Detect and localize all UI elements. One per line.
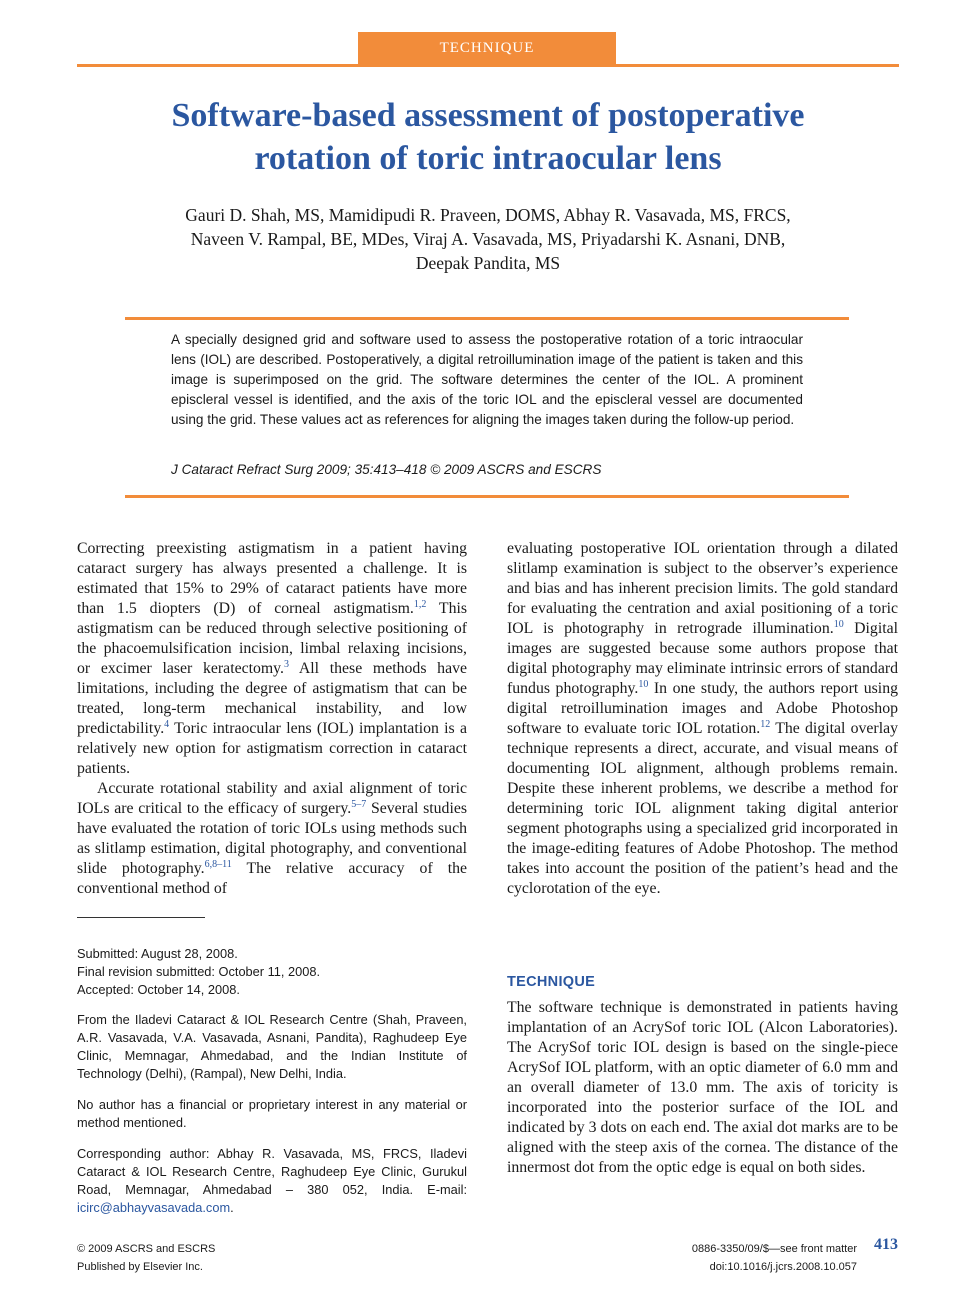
top-divider xyxy=(77,64,899,67)
technique-heading: TECHNIQUE xyxy=(507,974,596,990)
title-line-2: rotation of toric intraocular lens xyxy=(254,140,722,177)
body-text: The digital overlay technique represents… xyxy=(507,720,898,897)
issn-notice: 0886-3350/09/$—see front matter xyxy=(691,1243,857,1255)
reference-link[interactable]: 10 xyxy=(638,679,649,690)
email-link[interactable]: icirc@abhayvasavada.com xyxy=(77,1200,231,1215)
copyright-notice: © 2009 ASCRS and ESCRS xyxy=(77,1243,216,1255)
publisher-notice: Published by Elsevier Inc. xyxy=(77,1261,203,1273)
body-right-column: evaluating postoperative IOL orientation… xyxy=(507,539,898,899)
abstract-bottom-divider xyxy=(125,495,849,498)
reference-link[interactable]: 4 xyxy=(164,719,170,730)
abstract-top-divider xyxy=(125,317,849,320)
journal-citation: J Cataract Refract Surg 2009; 35:413–418… xyxy=(171,462,602,477)
page-number: 413 xyxy=(874,1236,898,1253)
body-text: In one study, the authors report using d… xyxy=(507,680,898,737)
body-text: evaluating postoperative IOL orientation… xyxy=(507,540,898,637)
body-paragraph-2: Accurate rotational stability and axial … xyxy=(77,780,468,897)
author-list: Gauri D. Shah, MS, Mamidipudi R. Praveen… xyxy=(77,203,899,275)
authors-line-1: Gauri D. Shah, MS, Mamidipudi R. Praveen… xyxy=(185,205,791,225)
final-revision-date: Final revision submitted: October 11, 20… xyxy=(77,964,321,979)
correspondence-note: Corresponding author: Abhay R. Vasavada,… xyxy=(77,1146,467,1215)
reference-link[interactable]: 12 xyxy=(760,719,771,730)
affiliation-note: From the Iladevi Cataract & IOL Research… xyxy=(77,1012,467,1081)
reference-link[interactable]: 3 xyxy=(284,659,289,670)
article-title: Software-based assessment of postoperati… xyxy=(77,94,899,180)
submission-dates: Submitted: August 28, 2008. Final revisi… xyxy=(77,945,467,999)
reference-link[interactable]: 5–7 xyxy=(351,799,367,810)
technique-paragraph: The software technique is demonstrated i… xyxy=(507,999,898,1176)
abstract-text: A specially designed grid and software u… xyxy=(171,332,803,427)
body-text: Digital images are suggested because som… xyxy=(507,620,898,697)
reference-link[interactable]: 1,2 xyxy=(413,599,427,610)
submitted-date: Submitted: August 28, 2008. xyxy=(77,946,238,961)
footnote-divider xyxy=(77,917,205,918)
authors-line-3: Deepak Pandita, MS xyxy=(415,253,561,273)
disclosure-note: No author has a financial or proprietary… xyxy=(77,1097,467,1130)
authors-line-2: Naveen V. Rampal, BE, MDes, Viraj A. Vas… xyxy=(190,229,786,249)
section-label: TECHNIQUE xyxy=(358,32,616,65)
reference-link[interactable]: 6,8–11 xyxy=(204,859,232,870)
accepted-date: Accepted: October 14, 2008. xyxy=(77,982,240,997)
reference-link[interactable]: 10 xyxy=(833,619,844,630)
body-left-column: Correcting preexisting astigmatism in a … xyxy=(77,539,467,899)
body-paragraph-2-continued: evaluating postoperative IOL orientation… xyxy=(507,539,898,899)
doi-link[interactable]: doi:10.1016/j.jcrs.2008.10.057 xyxy=(709,1261,857,1273)
body-paragraph-1: Correcting preexisting astigmatism in a … xyxy=(77,540,467,777)
title-line-1: Software-based assessment of postoperati… xyxy=(171,97,805,134)
